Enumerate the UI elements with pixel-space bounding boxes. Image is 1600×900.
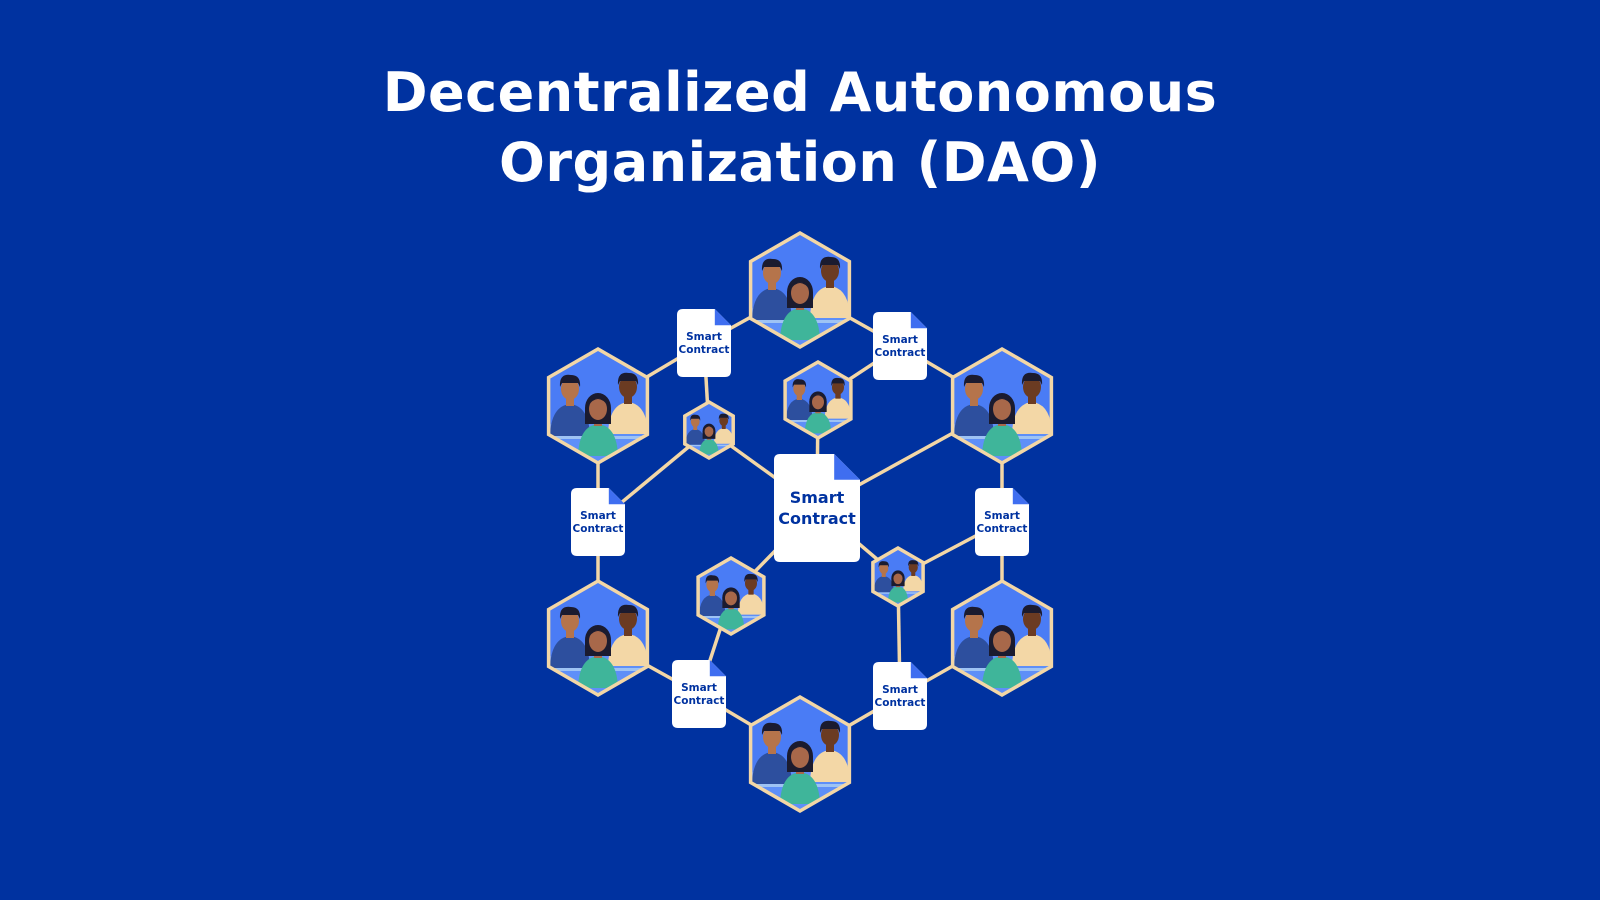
smart-contract-label: Contract: [679, 344, 730, 356]
smart-contract-label: Contract: [875, 697, 926, 709]
page-title: Decentralized Autonomous Organization (D…: [0, 58, 1600, 198]
smart-contracts: SmartContractSmartContractSmartContractS…: [571, 309, 1029, 730]
document-icon: [672, 660, 726, 728]
document-icon: [774, 454, 860, 562]
smart-contract-label: Smart: [882, 334, 918, 346]
smart-contract-label: Smart: [686, 331, 722, 343]
title-line-2: Organization (DAO): [499, 131, 1101, 194]
document-icon: [873, 662, 927, 730]
people-group-icon: [748, 694, 852, 814]
people-group-icon: [783, 359, 853, 441]
people-group-icon: [546, 578, 650, 698]
document-icon: [873, 312, 927, 380]
smart-contract-label: Smart: [882, 684, 918, 696]
smart-contract-label: Smart: [580, 510, 616, 522]
people-group-icon: [683, 399, 735, 461]
smart-contract-label: Smart: [681, 682, 717, 694]
people-group-icon: [748, 230, 852, 350]
smart-contract-label: Contract: [778, 509, 856, 528]
document-icon: [677, 309, 731, 377]
title-line-1: Decentralized Autonomous: [382, 61, 1218, 124]
document-icon: [975, 488, 1029, 556]
people-group-icon: [950, 346, 1054, 466]
document-icon: [571, 488, 625, 556]
smart-contract-label: Contract: [875, 347, 926, 359]
smart-contract-label: Contract: [674, 695, 725, 707]
people-group-icon: [950, 578, 1054, 698]
smart-contract-label: Contract: [977, 523, 1028, 535]
smart-contract-label: Contract: [573, 523, 624, 535]
smart-contract-label: Smart: [984, 510, 1020, 522]
smart-contract-label: Smart: [790, 488, 845, 507]
people-group-icon: [546, 346, 650, 466]
people-group-icon: [871, 545, 925, 609]
